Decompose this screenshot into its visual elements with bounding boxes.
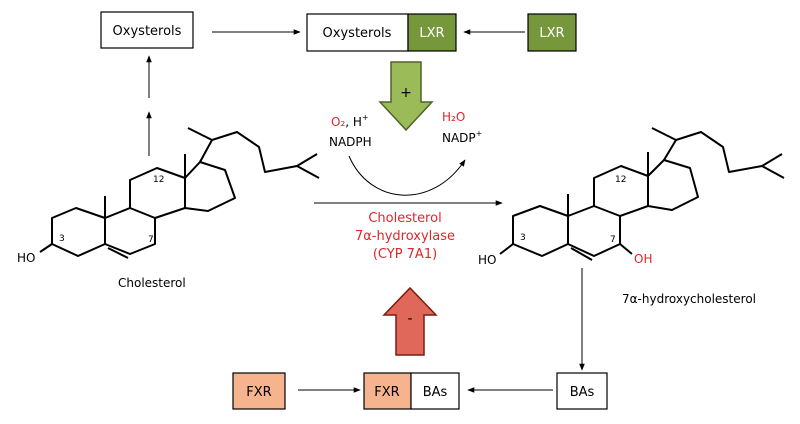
h-label: , H (345, 115, 362, 129)
cholesterol-ho: HO (17, 251, 35, 265)
h2o-label: H₂O (442, 110, 465, 124)
cholesterol-name: Cholesterol (118, 276, 186, 290)
lxr-box-right (527, 13, 577, 52)
nadp-label: NADP (442, 131, 476, 145)
activation-arrow (378, 61, 434, 132)
hydroxycholesterol-structure (499, 127, 785, 261)
product-cofactors: NADP+ (442, 129, 482, 145)
bas-box-right (556, 372, 608, 410)
enzyme-name-line2: 7α-hydroxylase (355, 229, 455, 244)
hydroxycholesterol-num-7: 7 (610, 235, 616, 245)
lxr-label-center: LXR (419, 26, 444, 41)
fxr-label-center: FXR (374, 385, 399, 400)
cholesterol-num-7: 7 (148, 235, 154, 245)
oxysterols-label-left: Oxysterols (113, 24, 182, 39)
fxr-box-center (363, 372, 412, 410)
bas-label-right: BAs (570, 385, 595, 400)
lxr-box-center (407, 13, 457, 52)
hydroxycholesterol-oh: OH (634, 252, 652, 266)
nadp-superscript: + (476, 129, 483, 138)
minus-sign: - (407, 311, 412, 327)
nadph-label: NADPH (329, 135, 372, 149)
hydroxycholesterol-num-12: 12 (615, 175, 626, 185)
hydroxycholesterol-num-3: 3 (520, 233, 526, 243)
reactant-cofactors: O₂, H+ (331, 113, 369, 129)
enzyme-name-line3: (CYP 7A1) (373, 247, 437, 262)
bas-label-center: BAs (423, 385, 448, 400)
hydroxycholesterol-ho: HO (478, 253, 496, 267)
enzyme-name-line1: Cholesterol (368, 211, 441, 226)
fxr-box-left (232, 372, 286, 410)
lxr-label-right: LXR (539, 26, 564, 41)
inhibition-arrow (382, 286, 438, 356)
plus-sign: + (400, 85, 412, 101)
fxr-label-left: FXR (246, 385, 271, 400)
cholesterol-num-3: 3 (59, 234, 65, 244)
cofactor-curved-arrow (348, 155, 466, 196)
cholesterol-structure (39, 127, 320, 259)
h-superscript: + (362, 113, 369, 122)
hydroxycholesterol-name: 7α-hydroxycholesterol (622, 292, 756, 306)
oxysterols-label-center: Oxysterols (323, 26, 392, 41)
cholesterol-num-12: 12 (153, 175, 164, 185)
o2-label: O₂ (331, 115, 345, 129)
bas-box-center (410, 372, 460, 410)
oxysterols-box-center (306, 13, 409, 52)
oxysterols-box-left (100, 11, 194, 49)
